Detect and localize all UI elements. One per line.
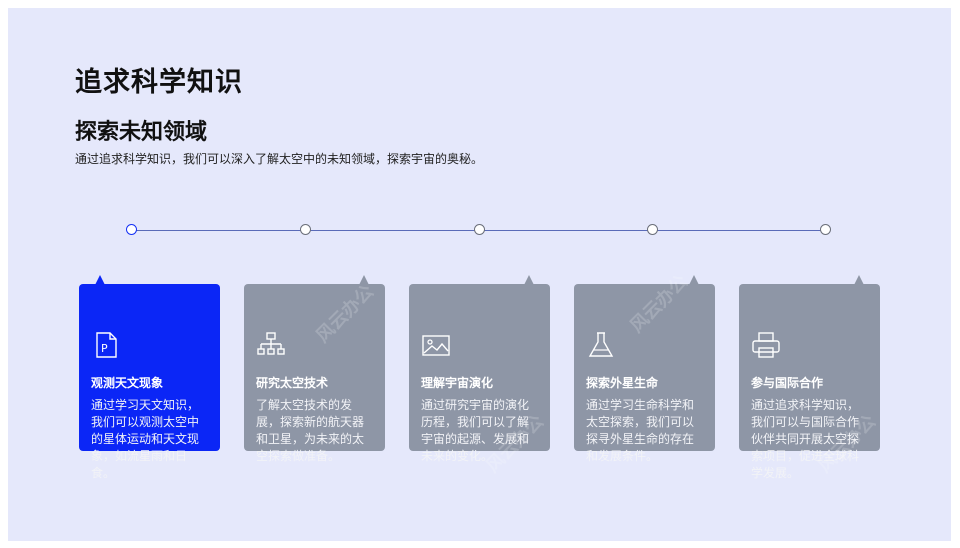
timeline-dot-4[interactable]	[647, 224, 658, 235]
card-pointer	[854, 275, 864, 285]
card-title: 研究太空技术	[256, 376, 329, 390]
timeline-dot-2[interactable]	[300, 224, 311, 235]
slide-subtitle: 探索未知领域	[75, 120, 208, 145]
svg-text:P: P	[101, 342, 108, 355]
flask-icon	[588, 332, 614, 357]
card-alien-life[interactable]: 探索外星生命 通过学习生命科学和太空探索，我们可以探寻外星生命的存在和发展条件。	[574, 275, 715, 463]
card-observe-astronomy[interactable]: P 观测天文现象 通过学习天文知识，我们可以观测太空中的星体运动和天文现象，如流…	[79, 275, 220, 480]
card-text: 通过学习生命科学和太空探索，我们可以探寻外星生命的存在和发展条件。	[586, 398, 695, 463]
card-space-technology[interactable]: 研究太空技术 了解太空技术的发展，探索新的航天器和卫星，为未来的太空探索做准备。	[244, 275, 385, 463]
card-international-cooperation[interactable]: 参与国际合作 通过追求科学知识，我们可以与国际合作伙伴共同开展太空探索项目，促进…	[739, 275, 880, 480]
card-title: 理解宇宙演化	[421, 376, 494, 390]
slide-description: 通过追求科学知识，我们可以深入了解太空中的未知领域，探索宇宙的奥秘。	[75, 152, 484, 166]
hierarchy-icon	[257, 332, 285, 355]
card-pointer	[95, 275, 105, 285]
card-title: 观测天文现象	[91, 376, 164, 390]
card-text: 通过研究宇宙的演化历程，我们可以了解宇宙的起源、发展和未来的变化。	[421, 398, 530, 463]
card-title: 参与国际合作	[751, 376, 824, 390]
timeline-dot-5[interactable]	[820, 224, 831, 235]
card-pointer	[689, 275, 699, 285]
card-pointer	[524, 275, 534, 285]
timeline-dot-1[interactable]	[126, 224, 137, 235]
card-text: 通过追求科学知识，我们可以与国际合作伙伴共同开展太空探索项目，促进全球科学发展。	[751, 398, 860, 480]
card-universe-evolution[interactable]: 理解宇宙演化 通过研究宇宙的演化历程，我们可以了解宇宙的起源、发展和未来的变化。	[409, 275, 550, 463]
slide: 追求科学知识 探索未知领域 通过追求科学知识，我们可以深入了解太空中的未知领域，…	[8, 8, 951, 541]
card-text: 了解太空技术的发展，探索新的航天器和卫星，为未来的太空探索做准备。	[256, 398, 365, 463]
card-pointer	[359, 275, 369, 285]
printer-icon	[752, 332, 780, 358]
document-p-icon: P	[96, 332, 117, 358]
image-icon	[422, 335, 450, 356]
card-text: 通过学习天文知识，我们可以观测太空中的星体运动和天文现象，如流星雨和日食。	[91, 398, 200, 480]
timeline-dot-3[interactable]	[474, 224, 485, 235]
slide-title: 追求科学知识	[75, 67, 243, 98]
card-title: 探索外星生命	[586, 376, 659, 390]
